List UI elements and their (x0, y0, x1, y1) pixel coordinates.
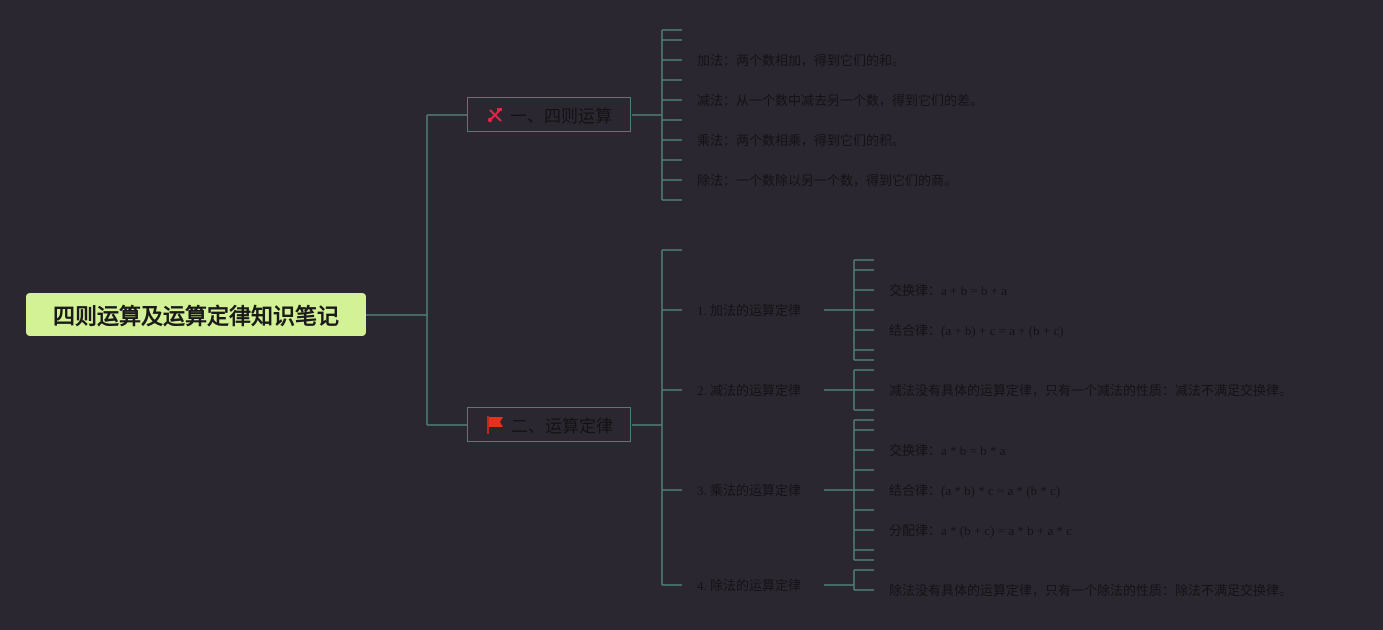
leaf-addition[interactable]: 加法：两个数相加，得到它们的和。 (697, 53, 906, 68)
leaf-division-property[interactable]: 除法没有具体的运算定律，只有一个除法的性质：除法不满足交换律。 (889, 583, 1293, 598)
branch-operation-laws[interactable]: 二、运算定律 (467, 407, 631, 442)
leaf-subtraction-property[interactable]: 减法没有具体的运算定律，只有一个减法的性质：减法不满足交换律。 (889, 383, 1293, 398)
red-flag-icon (485, 415, 505, 435)
leaf-multiplication-associative[interactable]: 结合律：(a * b) * c = a * (b * c) (889, 483, 1061, 498)
leaf-multiplication-distributive[interactable]: 分配律：a * (b + c) = a * b + a * c (889, 523, 1073, 538)
leaf-addition-associative[interactable]: 结合律：(a + b) + c = a + (b + c) (889, 323, 1064, 338)
section-division-laws[interactable]: 4. 除法的运算定律 (697, 578, 802, 593)
tools-icon (486, 106, 504, 124)
leaf-multiplication[interactable]: 乘法：两个数相乘，得到它们的积。 (697, 133, 906, 148)
section-subtraction-laws[interactable]: 2. 减法的运算定律 (697, 383, 802, 398)
section-addition-laws[interactable]: 1. 加法的运算定律 (697, 303, 802, 318)
root-title: 四则运算及运算定律知识笔记 (52, 304, 339, 330)
branch-four-operations[interactable]: 一、四则运算 (467, 97, 631, 132)
leaf-subtraction[interactable]: 减法：从一个数中减去另一个数，得到它们的差。 (697, 93, 984, 108)
root-topic[interactable]: 四则运算及运算定律知识笔记 (26, 293, 366, 336)
leaf-division[interactable]: 除法：一个数除以另一个数，得到它们的商。 (697, 173, 958, 188)
branch-title: 一、四则运算 (510, 107, 612, 127)
leaf-addition-commutative[interactable]: 交换律：a + b = b + a (889, 283, 1008, 298)
leaf-multiplication-commutative[interactable]: 交换律：a * b = b * a (889, 443, 1006, 458)
section-multiplication-laws[interactable]: 3. 乘法的运算定律 (697, 483, 802, 498)
branch-title: 二、运算定律 (511, 417, 613, 437)
